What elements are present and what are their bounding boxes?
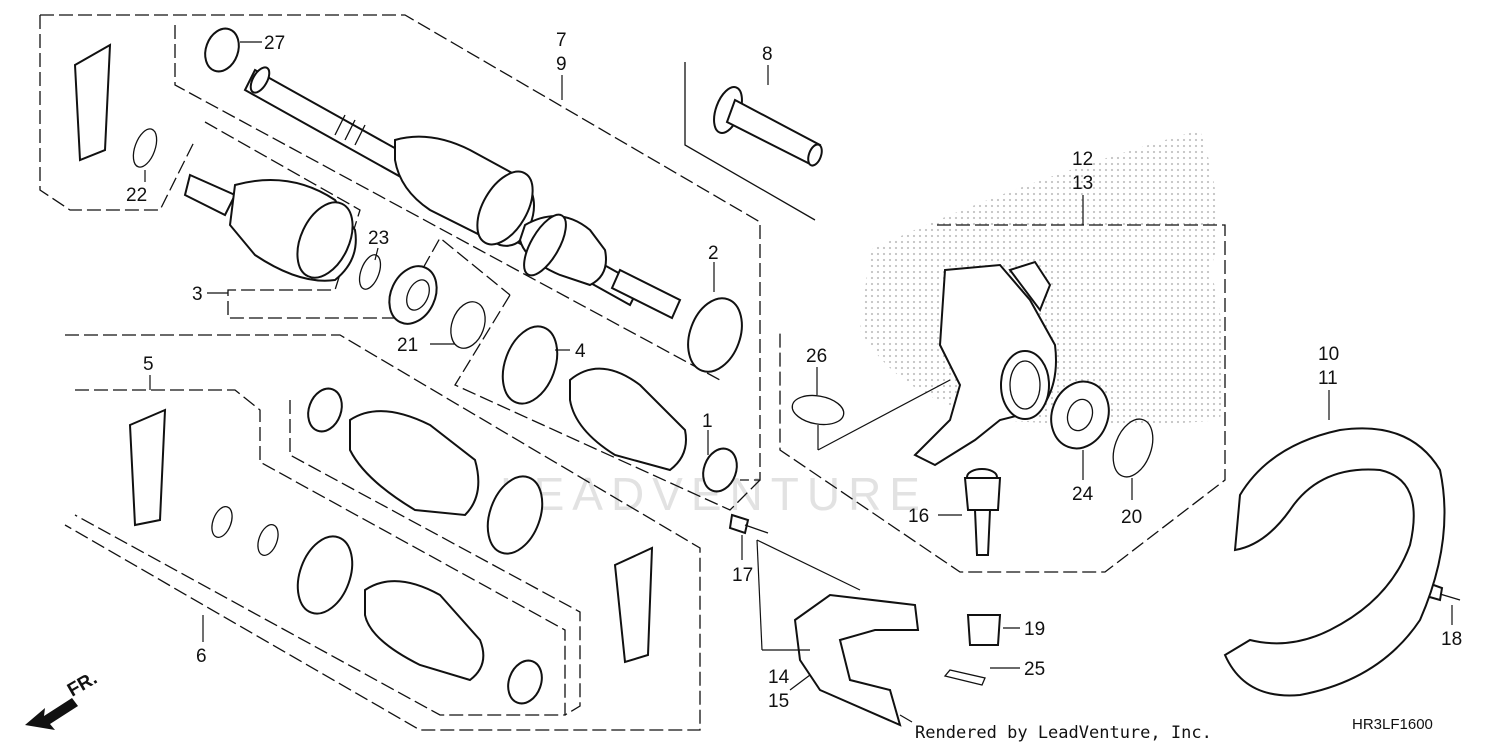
diagram-code: HR3LF1600 [1352,716,1433,733]
callout-20: 20 [1121,507,1142,528]
callout-14: 14 [768,667,790,688]
callout-10: 10 [1318,344,1339,365]
callout-23: 23 [368,228,389,249]
callout-25: 25 [1024,659,1045,680]
callout-15: 15 [768,691,789,712]
callout-6: 6 [196,646,207,667]
leader-lines [144,41,1453,723]
ball-joint [963,468,1002,556]
front-direction-arrow [25,698,78,730]
joint-cage [388,265,438,325]
band-clamps [204,27,743,705]
callout-21: 21 [397,335,418,356]
wheel-bearing [1050,380,1110,450]
rendered-by-footer: Rendered by LeadVenture, Inc. [915,723,1212,743]
callout-12: 12 [1072,149,1093,170]
callout-11: 11 [1318,368,1338,389]
callout-3: 3 [192,284,203,305]
callout-27: 27 [264,33,285,54]
callout-5: 5 [143,354,154,375]
drive-shaft [243,66,682,320]
callout-24: 24 [1072,484,1094,505]
callout-16: 16 [908,506,929,527]
boots [349,367,687,682]
callout-4: 4 [575,341,586,362]
callout-8: 8 [762,44,773,65]
knuckle-protector [793,593,920,727]
callout-22: 22 [126,185,147,206]
kit-outlines [39,14,1226,731]
inner-joint [183,173,357,282]
callout-17: 17 [732,565,753,586]
callout-18: 18 [1441,629,1462,650]
steering-knuckle [913,260,1057,467]
callout-13: 13 [1072,173,1093,194]
stub-shaft [713,86,823,167]
callout-2: 2 [708,243,719,264]
callout-1: 1 [702,411,713,432]
grease-tubes [73,43,654,664]
callout-26: 26 [806,346,827,367]
callout-19: 19 [1024,619,1045,640]
callout-numbers: 27 22 7 9 8 2 23 3 21 4 1 5 6 12 13 26 1… [126,30,1462,712]
callout-7: 7 [556,30,567,51]
callout-9: 9 [556,54,567,75]
direction-label: FR. [64,668,101,701]
disc-shield [1223,427,1446,697]
